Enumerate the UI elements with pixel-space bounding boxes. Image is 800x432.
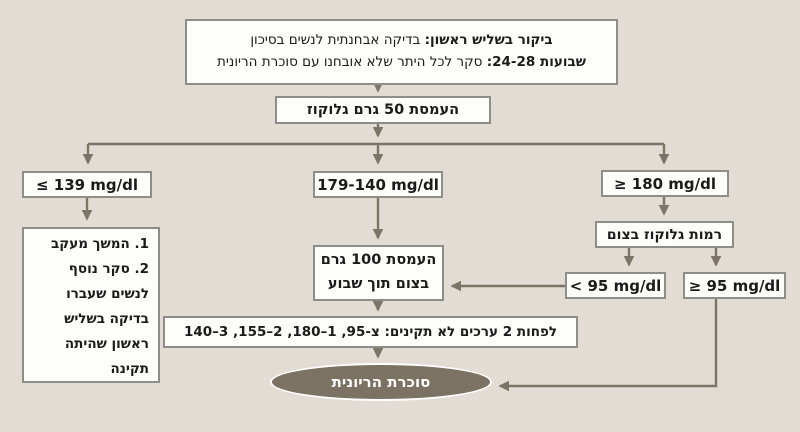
followup-line: 1. המשך מעקב — [51, 236, 149, 252]
result-ge-180-box: ≥ 180 mg/dl — [601, 170, 729, 197]
glucose-100-line-2: בצום תוך שבוע — [327, 276, 430, 292]
fasting-lt-95-box: < 95 mg/dl — [565, 272, 666, 299]
glucose-100-line-1: העמסת 100 גרם — [320, 252, 437, 269]
followup-line: בדיקה בשליש — [64, 311, 149, 327]
followup-line: תקינה — [110, 361, 149, 377]
followup-line: 2. סקר נוסף — [68, 261, 149, 277]
title-line-1: ביקור בשליש ראשון: בדיקה אבחנתית לנשים ב… — [250, 32, 553, 49]
fasting-glucose-levels-box: רמות גלוקוז בצום — [595, 221, 734, 248]
abnormal-values-criteria-box: לפחות 2 ערכים לא תקינים: צ-95, 1–180, 2–… — [163, 316, 578, 348]
glucose-50g-load-box: העמסת 50 גרם גלוקוז — [275, 96, 491, 124]
arrow-ge95-to-ellipse — [498, 299, 718, 392]
followup-line: לנשים שעברו — [66, 286, 149, 302]
result-le-139-box: ≤ 139 mg/dl — [22, 171, 152, 198]
gestational-diabetes-ellipse: סוכרת הריונית — [270, 363, 492, 401]
fasting-ge-95-box: ≥ 95 mg/dl — [683, 272, 786, 299]
title-line-2: שבועות 24-28: סקר לכל היתר שלא אובחנו עם… — [217, 54, 586, 70]
result-140-179-box: 179-140 mg/dl — [313, 171, 443, 198]
first-trimester-visit-box: ביקור בשליש ראשון: בדיקה אבחנתית לנשים ב… — [185, 19, 618, 85]
followup-instructions-box: 1. המשך מעקב 2. סקר נוסף לנשים שעברו בדי… — [22, 227, 160, 383]
glucose-100g-load-box: העמסת 100 גרם בצום תוך שבוע — [313, 245, 444, 301]
followup-line: ראשון שהיתה — [64, 336, 149, 352]
